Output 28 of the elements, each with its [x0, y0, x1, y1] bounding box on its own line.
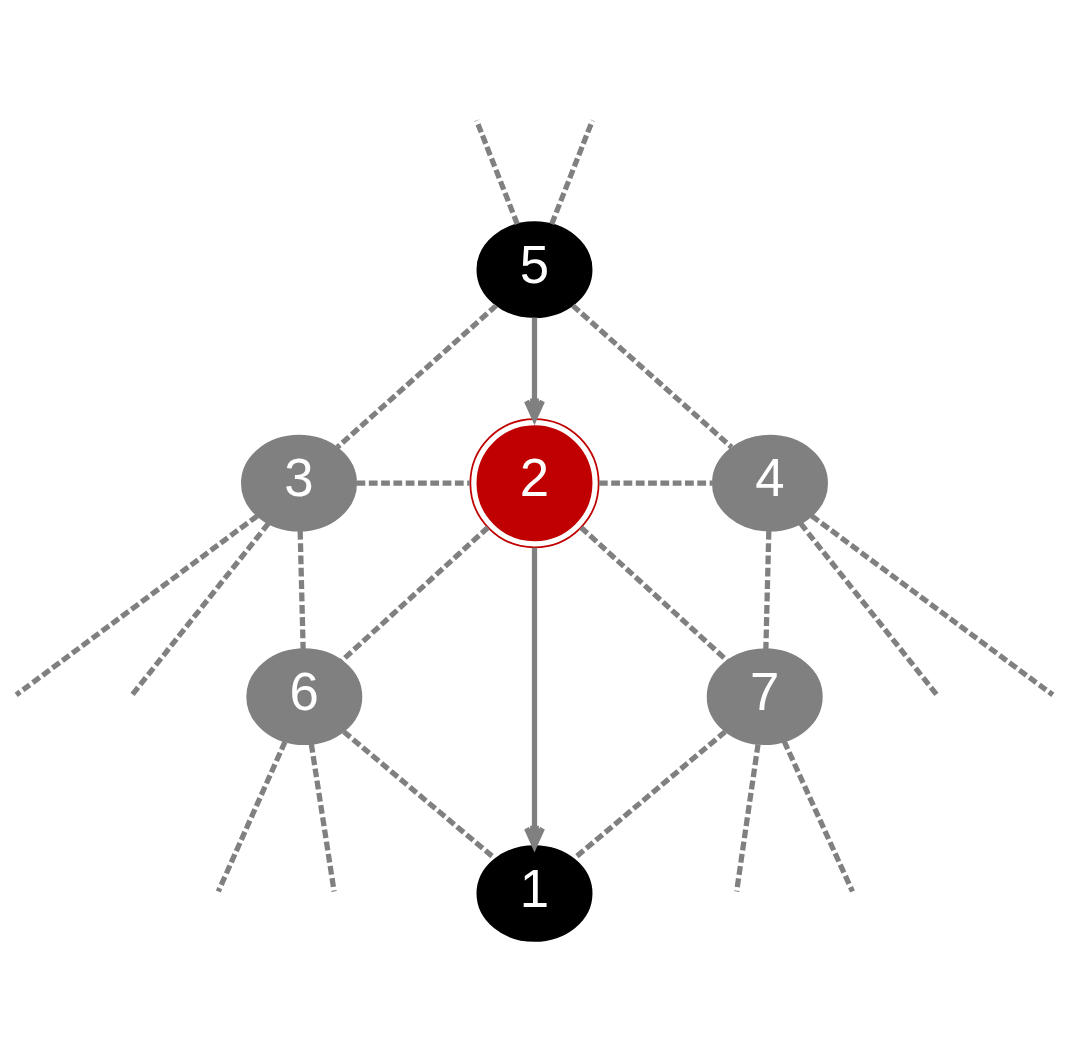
connector — [308, 743, 337, 892]
connector — [763, 530, 772, 650]
connector — [781, 740, 855, 893]
node-ellipse: 3 — [241, 434, 357, 532]
connector — [549, 119, 595, 225]
node-ellipse: 6 — [246, 648, 363, 746]
connector — [572, 729, 727, 861]
node-ellipse: 5 — [476, 221, 593, 318]
connector — [356, 480, 470, 486]
connector — [734, 743, 761, 892]
connector — [14, 513, 259, 697]
connector — [571, 303, 734, 450]
connector — [579, 525, 730, 663]
node-ellipse: 4 — [712, 434, 828, 532]
node-circle: 2 — [469, 418, 600, 549]
connector — [798, 521, 939, 697]
connector — [342, 729, 497, 861]
connector — [130, 521, 271, 697]
node-ellipse: 7 — [706, 648, 823, 746]
connector — [297, 530, 306, 650]
connector — [810, 513, 1055, 697]
connector — [339, 525, 490, 663]
connector — [215, 740, 288, 893]
connector — [335, 303, 498, 450]
node-ellipse: 1 — [476, 845, 593, 942]
arrow — [523, 317, 546, 422]
connector — [474, 119, 520, 225]
connector — [598, 480, 713, 486]
